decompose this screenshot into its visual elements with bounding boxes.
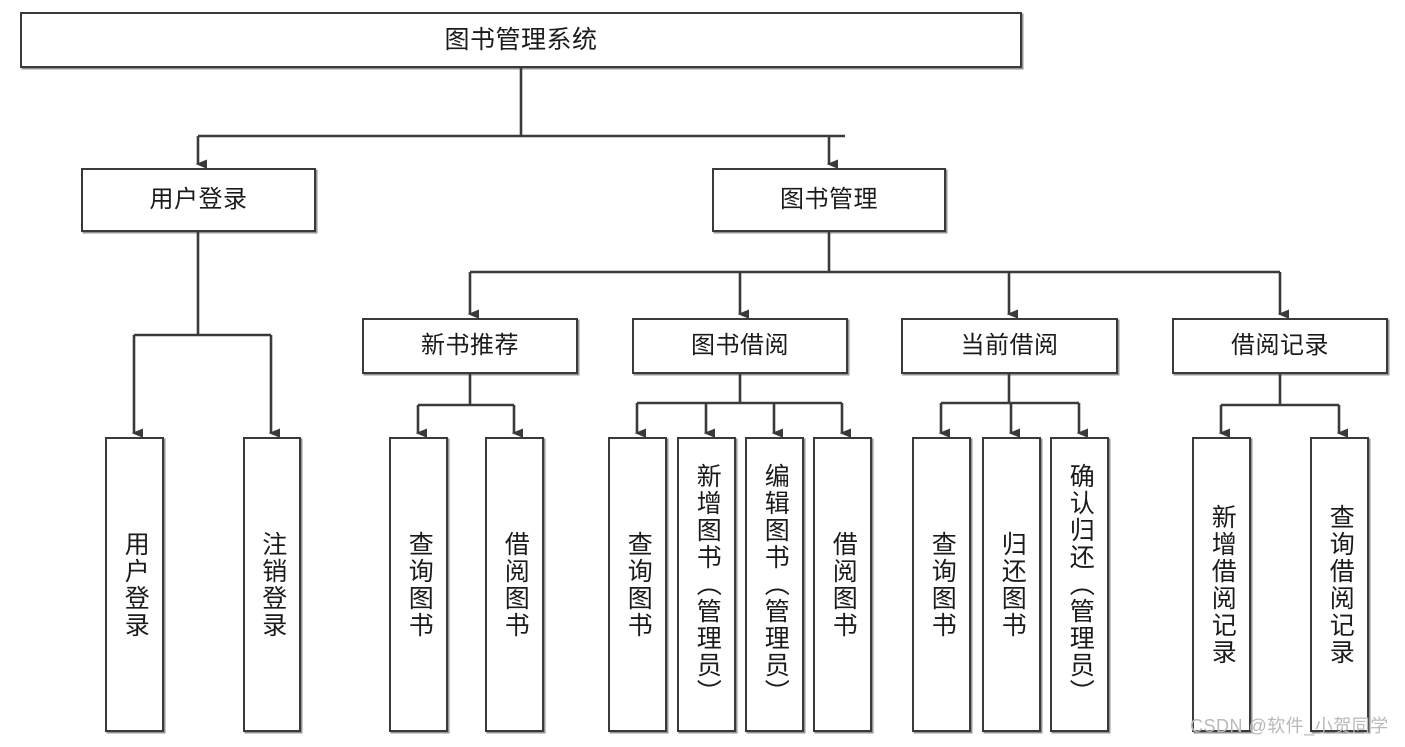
leaf-query-book-current[interactable]: 查询图书 <box>912 437 971 732</box>
node-book-borrow-label: 图书借阅 <box>691 332 789 360</box>
node-root-label: 图书管理系统 <box>444 25 598 54</box>
node-root[interactable]: 图书管理系统 <box>20 12 1022 68</box>
node-borrow-record-label: 借阅记录 <box>1231 332 1329 360</box>
leaf-confirm-return-admin[interactable]: 确认归还（管理员） <box>1050 437 1109 732</box>
node-book-borrow[interactable]: 图书借阅 <box>632 318 848 374</box>
leaf-borrow-book-recommend-label: 借阅图书 <box>501 530 530 639</box>
leaf-borrow-book[interactable]: 借阅图书 <box>813 437 872 732</box>
node-current-borrow[interactable]: 当前借阅 <box>901 318 1118 374</box>
leaf-logout[interactable]: 注销登录 <box>243 437 301 732</box>
node-book-management-label: 图书管理 <box>780 186 878 214</box>
leaf-confirm-return-admin-label: 确认归还（管理员） <box>1066 463 1095 706</box>
leaf-return-book-label: 归还图书 <box>998 530 1027 639</box>
leaf-user-login-label: 用户登录 <box>121 530 150 639</box>
node-book-management[interactable]: 图书管理 <box>712 168 946 232</box>
leaf-logout-label: 注销登录 <box>258 530 287 639</box>
leaf-add-book-admin-label: 新增图书（管理员） <box>693 463 722 706</box>
node-user-login[interactable]: 用户登录 <box>81 168 316 232</box>
leaf-borrow-book-label: 借阅图书 <box>829 530 858 639</box>
leaf-query-borrow-record-label: 查询借阅记录 <box>1326 503 1355 666</box>
leaf-query-book-recommend-label: 查询图书 <box>405 530 434 639</box>
leaf-add-book-admin[interactable]: 新增图书（管理员） <box>677 437 736 732</box>
node-borrow-record[interactable]: 借阅记录 <box>1172 318 1388 374</box>
node-new-book-recommend-label: 新书推荐 <box>421 332 519 360</box>
leaf-query-book-current-label: 查询图书 <box>928 530 957 639</box>
leaf-query-borrow-record[interactable]: 查询借阅记录 <box>1310 437 1369 732</box>
leaf-query-book-borrow-label: 查询图书 <box>624 530 653 639</box>
leaf-query-book-borrow[interactable]: 查询图书 <box>608 437 667 732</box>
watermark: CSDN @软件_小贺同学 <box>1190 716 1389 736</box>
leaf-edit-book-admin-label: 编辑图书（管理员） <box>761 463 790 706</box>
leaf-add-borrow-record-label: 新增借阅记录 <box>1208 503 1237 666</box>
leaf-add-borrow-record[interactable]: 新增借阅记录 <box>1192 437 1251 732</box>
leaf-return-book[interactable]: 归还图书 <box>982 437 1041 732</box>
node-user-login-label: 用户登录 <box>149 186 248 214</box>
leaf-query-book-recommend[interactable]: 查询图书 <box>389 437 448 732</box>
node-current-borrow-label: 当前借阅 <box>960 332 1059 360</box>
leaf-borrow-book-recommend[interactable]: 借阅图书 <box>485 437 544 732</box>
leaf-edit-book-admin[interactable]: 编辑图书（管理员） <box>745 437 804 732</box>
node-new-book-recommend[interactable]: 新书推荐 <box>362 318 578 374</box>
leaf-user-login[interactable]: 用户登录 <box>105 437 164 732</box>
